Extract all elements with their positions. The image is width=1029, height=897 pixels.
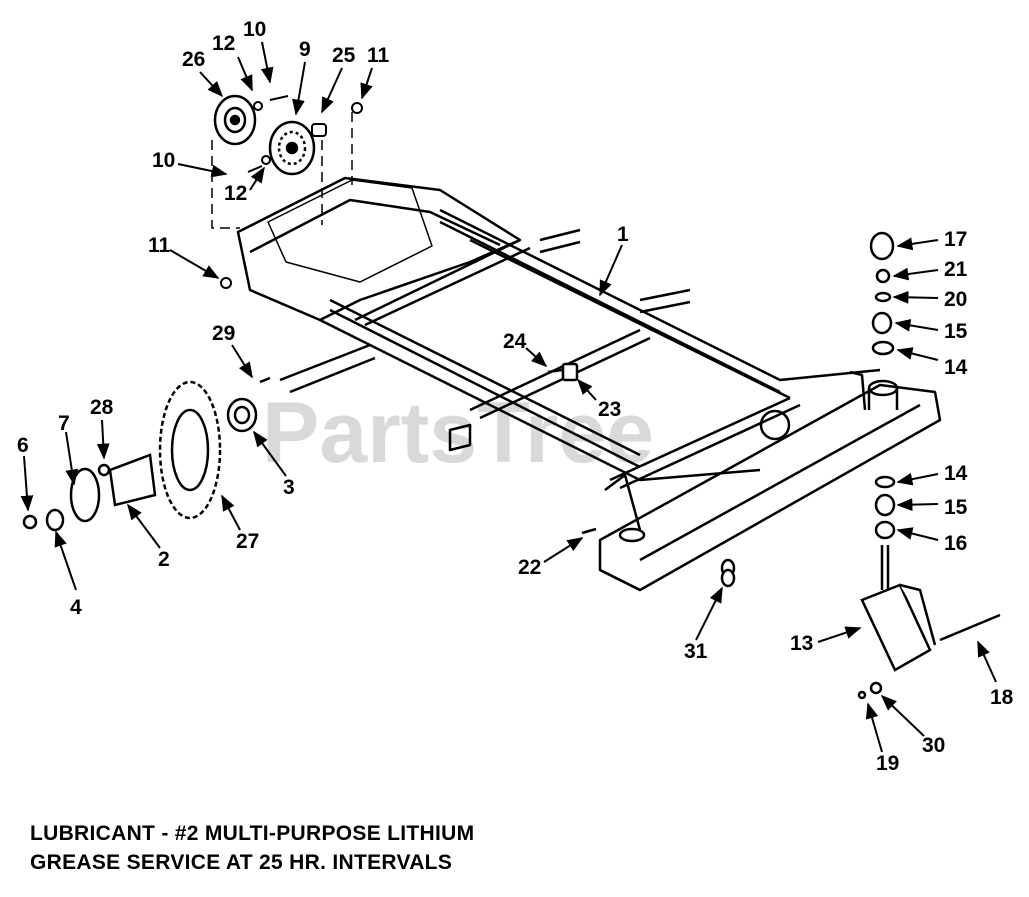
callout-10-left: 10: [152, 149, 175, 172]
leader-dashed: [211, 112, 353, 229]
callout-19: 19: [876, 752, 899, 775]
callout-12-left: 12: [224, 182, 247, 205]
callout-12-top: 12: [212, 32, 235, 55]
callout-18: 18: [990, 686, 1014, 709]
callout-31: 31: [684, 640, 708, 663]
callout-15-top: 15: [944, 320, 968, 343]
watermark-text: PartsTree: [262, 385, 654, 481]
callout-15-bottom: 15: [944, 496, 968, 519]
pulley-9: [268, 120, 316, 176]
callout-29: 29: [212, 322, 235, 345]
callout-24: 24: [503, 330, 527, 353]
main-frame: [236, 176, 942, 592]
callout-9: 9: [299, 38, 311, 61]
callout-4: 4: [70, 596, 82, 619]
callout-2: 2: [158, 548, 170, 571]
callout-21: 21: [944, 258, 968, 281]
callout-17: 17: [944, 228, 967, 251]
callout-27: 27: [236, 530, 259, 553]
callout-14-bottom: 14: [944, 462, 968, 485]
callout-14-top: 14: [944, 356, 968, 379]
callout-16: 16: [944, 532, 967, 555]
lubricant-note-line-2: GREASE SERVICE AT 25 HR. INTERVALS: [30, 851, 453, 874]
callout-labels: 26 12 10 9 25 11 10 12 11 1 17 21 20 15 …: [17, 18, 1014, 775]
front-spindle-assembly: [547, 231, 1001, 700]
callout-20: 20: [944, 288, 967, 311]
callout-leaders: [20, 41, 997, 753]
callout-11-left: 11: [148, 234, 171, 257]
pulley-26: [213, 94, 257, 146]
callout-23: 23: [598, 398, 621, 421]
rear-hub-assembly: [22, 376, 271, 532]
callout-10-top: 10: [243, 18, 266, 41]
callout-30: 30: [922, 734, 945, 757]
callout-22: 22: [518, 556, 541, 579]
lubricant-note-line-1: LUBRICANT - #2 MULTI-PURPOSE LITHIUM: [30, 822, 475, 845]
callout-28: 28: [90, 396, 114, 419]
callout-3: 3: [283, 476, 295, 499]
callout-6: 6: [17, 434, 29, 457]
callout-7: 7: [58, 412, 70, 435]
callout-26: 26: [182, 48, 205, 71]
callout-13: 13: [790, 632, 813, 655]
callout-11-top: 11: [367, 44, 390, 67]
callout-1: 1: [617, 223, 629, 246]
callout-25: 25: [332, 44, 356, 67]
